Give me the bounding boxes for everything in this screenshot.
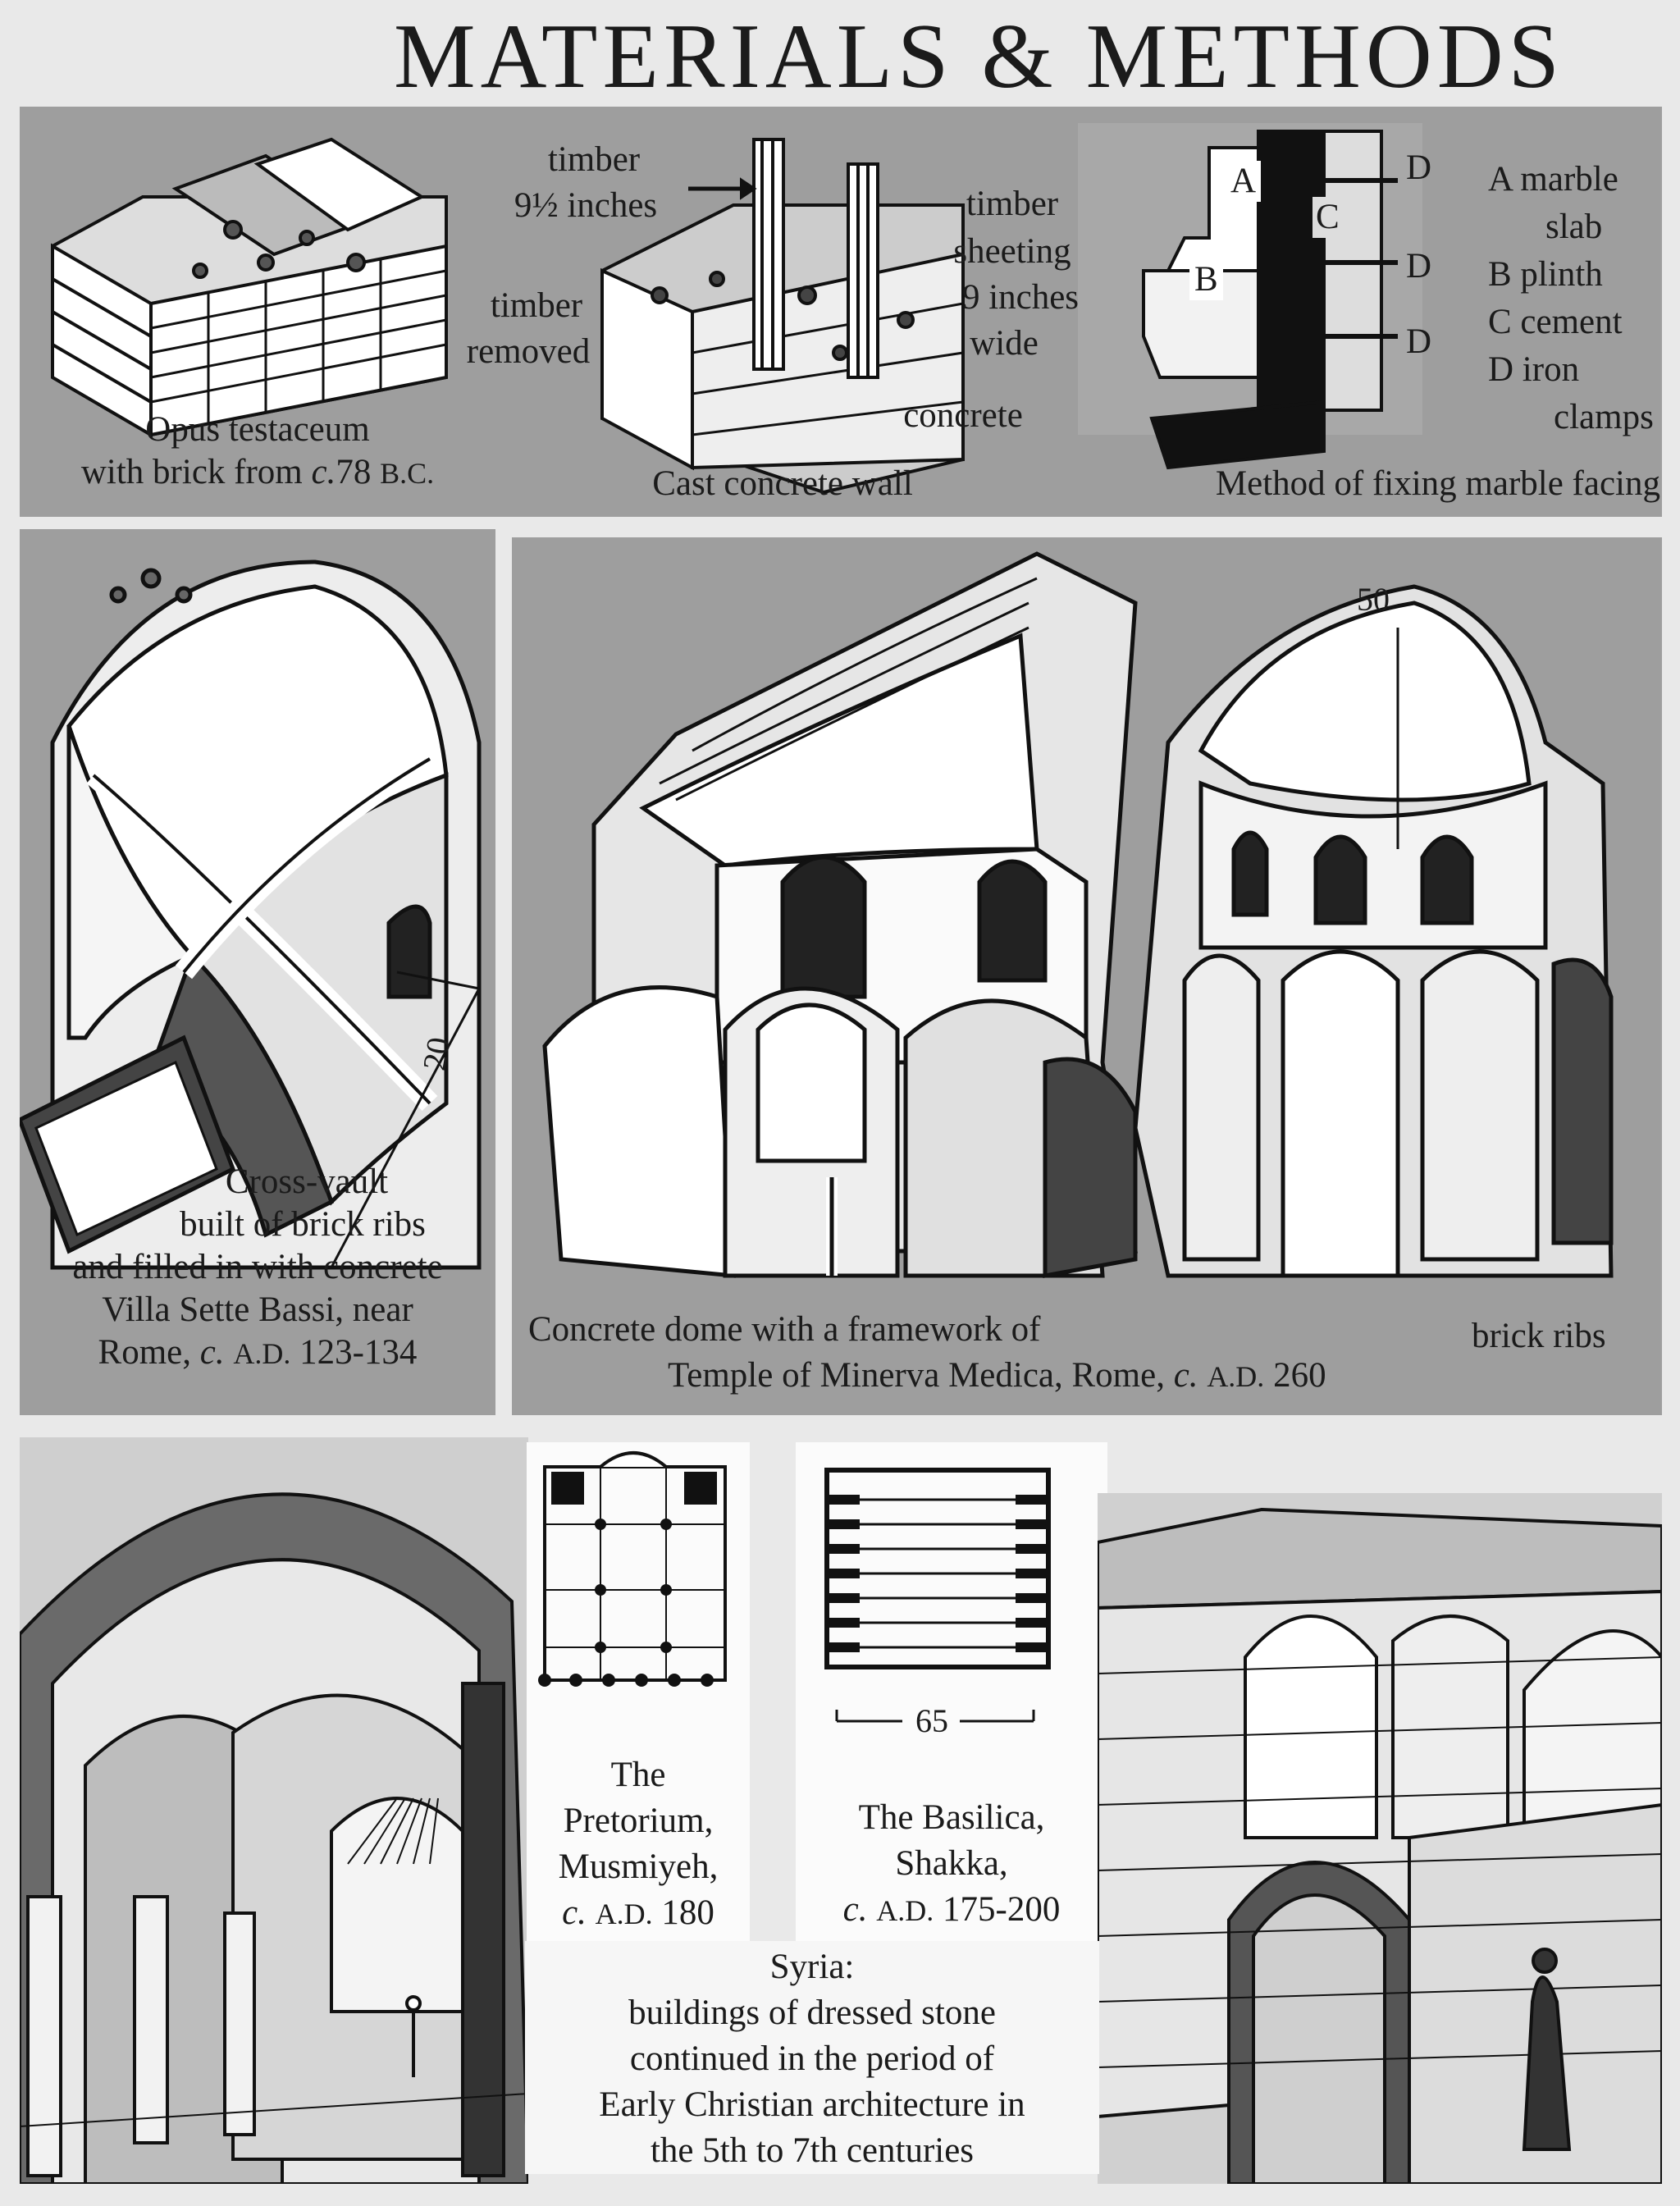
minerva-caption-line1: Concrete dome with a framework of <box>528 1310 1041 1349</box>
label-timber-removed-2: removed <box>466 332 591 371</box>
top-panel-illustrations <box>51 123 1422 495</box>
minerva-dimension: 50 <box>1357 581 1390 618</box>
marble-letter-c: C <box>1312 197 1343 238</box>
marble-legend-line: clamps <box>1554 398 1654 436</box>
cross-vault-caption-rome: Rome, <box>98 1333 200 1372</box>
cross-vault-caption-years: 123-134 <box>299 1333 418 1372</box>
pretorium-plan-diagram <box>538 1451 727 1687</box>
top-panel: Opus testaceum with brick from c.78 B.C.… <box>20 107 1662 517</box>
label-sheeting-4: wide <box>970 324 1039 363</box>
pretorium-date: c. A.D. 180 <box>527 1890 750 1937</box>
cross-vault-caption-circa: c. <box>199 1333 225 1372</box>
marble-caption: Method of fixing marble facing <box>1215 464 1660 503</box>
marble-letter-b: B <box>1189 259 1223 300</box>
minerva-caption-ad: A.D. <box>1207 1360 1265 1393</box>
basilica-caption-line: Shakka, <box>895 1844 1008 1883</box>
cross-vault-caption-line: Villa Sette Bassi, near <box>102 1290 413 1329</box>
opus-testaceum-illustration <box>51 137 448 438</box>
syria-line: continued in the period of <box>629 2039 995 2078</box>
label-timber-removed-1: timber <box>490 286 583 325</box>
page-title: MATERIALS & METHODS <box>394 6 1564 107</box>
opus-caption-prefix: with brick from <box>80 453 312 491</box>
basilica-dimension: 65 <box>915 1702 948 1739</box>
basilica-interior-illustration <box>1098 1507 1662 2184</box>
basilica-plan-panel: 65 The Basilica, Shakka, c. A.D. 175-200 <box>796 1442 1107 1943</box>
pretorium-caption-line: The <box>610 1756 666 1794</box>
marble-letter-d-2: D <box>1406 247 1432 285</box>
cross-vault-caption-ad: A.D. <box>233 1337 291 1370</box>
cross-vault-caption-line: built of brick ribs <box>180 1205 426 1244</box>
opus-caption-year: 78 <box>336 453 381 491</box>
cross-vault-caption-line: Cross-vault <box>225 1162 389 1201</box>
marble-legend-line: B plinth <box>1488 255 1603 294</box>
cross-vault-caption: Cross-vault built of brick ribs and fill… <box>20 1161 495 1375</box>
marble-letter-a: A <box>1226 161 1262 202</box>
cross-vault-caption-line: and filled in with concrete <box>72 1248 443 1286</box>
pretorium-caption: The Pretorium, Musmiyeh, c. A.D. 180 <box>527 1752 750 1937</box>
pretorium-caption-line: Musmiyeh, <box>558 1847 719 1886</box>
opus-caption-era: B.C. <box>380 457 435 490</box>
opus-caption-line1: Opus testaceum <box>145 410 370 449</box>
basilica-date: c. A.D. 175-200 <box>796 1887 1107 1934</box>
syria-line: Early Christian architecture in <box>599 2085 1025 2124</box>
cross-vault-panel: 20 Cross-vault built of brick ribs and f… <box>20 529 495 1415</box>
pretorium-interior-illustration <box>20 1437 528 2184</box>
label-sheeting-2: sheeting <box>953 232 1071 271</box>
pretorium-date-ad: A.D. <box>595 1898 653 1930</box>
pretorium-caption-line: Pretorium, <box>563 1802 714 1840</box>
minerva-caption-year: 260 <box>1273 1356 1326 1395</box>
pretorium-plan-panel: The Pretorium, Musmiyeh, c. A.D. 180 <box>527 1442 750 1943</box>
cross-vault-illustration <box>20 559 482 1270</box>
basilica-caption: The Basilica, Shakka, c. A.D. 175-200 <box>796 1795 1107 1934</box>
opus-caption-line2: with brick from c.78 B.C. <box>28 451 487 495</box>
syria-caption: Syria: buildings of dressed stone contin… <box>525 1941 1099 2174</box>
pretorium-perspective-panel <box>20 1437 528 2184</box>
minerva-caption-brick: brick ribs <box>1472 1317 1606 1355</box>
basilica-plan-diagram <box>824 1468 1051 1723</box>
minerva-illustration <box>542 551 1614 1278</box>
marble-legend-line: slab <box>1545 208 1603 246</box>
marble-legend-line: D iron <box>1488 350 1580 389</box>
cast-concrete-caption: Cast concrete wall <box>652 464 913 503</box>
label-sheeting-3: 9 inches <box>961 278 1080 317</box>
label-sheeting-1: timber <box>966 185 1059 223</box>
basilica-perspective-panel <box>1098 1493 1662 2184</box>
cross-vault-caption-last: Rome, c. A.D. 123-134 <box>20 1331 495 1375</box>
minerva-caption-temple: Temple of Minerva Medica, Rome, <box>668 1356 1174 1395</box>
syria-line: Syria: <box>769 1948 855 1986</box>
minerva-panel: 50 Concrete dome with a framework of bri… <box>512 537 1662 1415</box>
cross-vault-dimension: 20 <box>415 1034 458 1074</box>
opus-caption-circa: c. <box>311 453 336 491</box>
syria-line: buildings of dressed stone <box>628 1994 996 2032</box>
pretorium-date-year: 180 <box>661 1893 714 1932</box>
pretorium-date-circa: c. <box>562 1893 587 1932</box>
basilica-date-circa: c. <box>842 1890 868 1929</box>
marble-legend: A marble slab B plinth C cement D iron c… <box>1488 159 1662 445</box>
marble-legend-line: C cement <box>1488 303 1623 341</box>
marble-legend-line: A marble <box>1488 160 1618 199</box>
minerva-caption-line2: Temple of Minerva Medica, Rome, c. A.D. … <box>668 1354 1326 1398</box>
label-timber-inches: 9½ inches <box>514 186 658 225</box>
cast-concrete-wall-illustration <box>600 138 965 495</box>
basilica-caption-line: The Basilica, <box>858 1798 1045 1837</box>
basilica-date-years: 175-200 <box>943 1890 1061 1929</box>
label-concrete: concrete <box>903 396 1023 435</box>
marble-letter-d-3: D <box>1406 322 1432 361</box>
label-timber-top: timber <box>547 140 641 179</box>
minerva-caption-circa: c. <box>1173 1356 1198 1395</box>
marble-letter-d-1: D <box>1406 148 1432 187</box>
opus-caption: Opus testaceum with brick from c.78 B.C. <box>28 409 487 495</box>
syria-line: the 5th to 7th centuries <box>650 2131 975 2170</box>
basilica-date-ad: A.D. <box>876 1894 934 1927</box>
